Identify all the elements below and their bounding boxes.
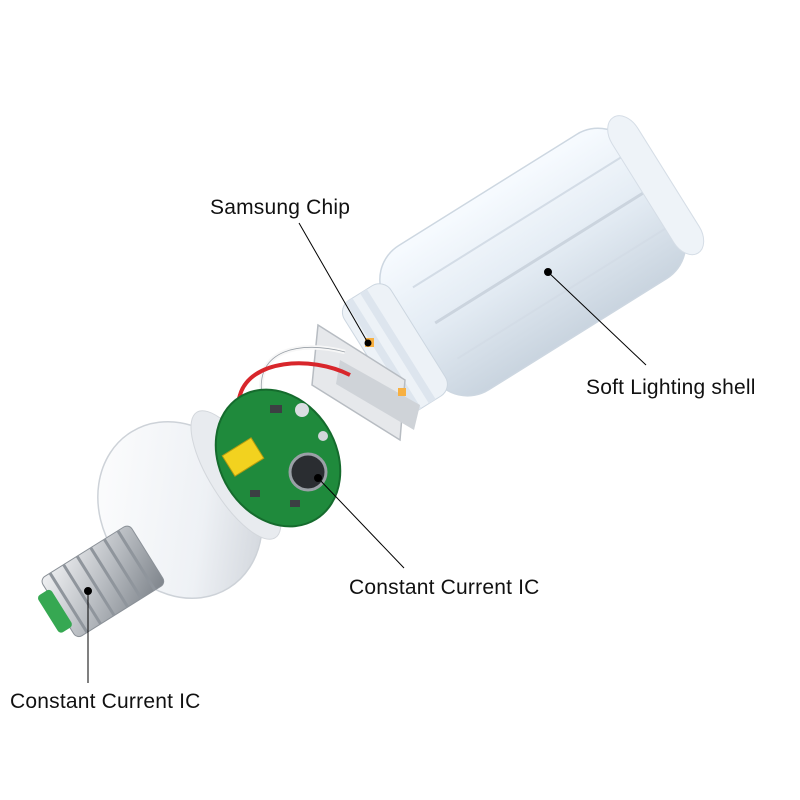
samsung-chip-label: Samsung Chip	[210, 196, 351, 219]
leader-soft-lighting-shell	[547, 271, 647, 366]
screw-base	[38, 525, 165, 638]
soft-lighting-shell	[341, 115, 705, 414]
leader-samsung-chip	[298, 222, 369, 344]
constant-current-ic-base-label: Constant Current IC	[10, 690, 201, 713]
soft-lighting-shell-label: Soft Lighting shell	[586, 376, 756, 399]
driver-pcb	[214, 388, 342, 528]
leader-lines	[84, 222, 647, 683]
leader-constant-current-ic-board	[317, 477, 405, 569]
constant-current-ic-board-label: Constant Current IC	[349, 576, 540, 599]
